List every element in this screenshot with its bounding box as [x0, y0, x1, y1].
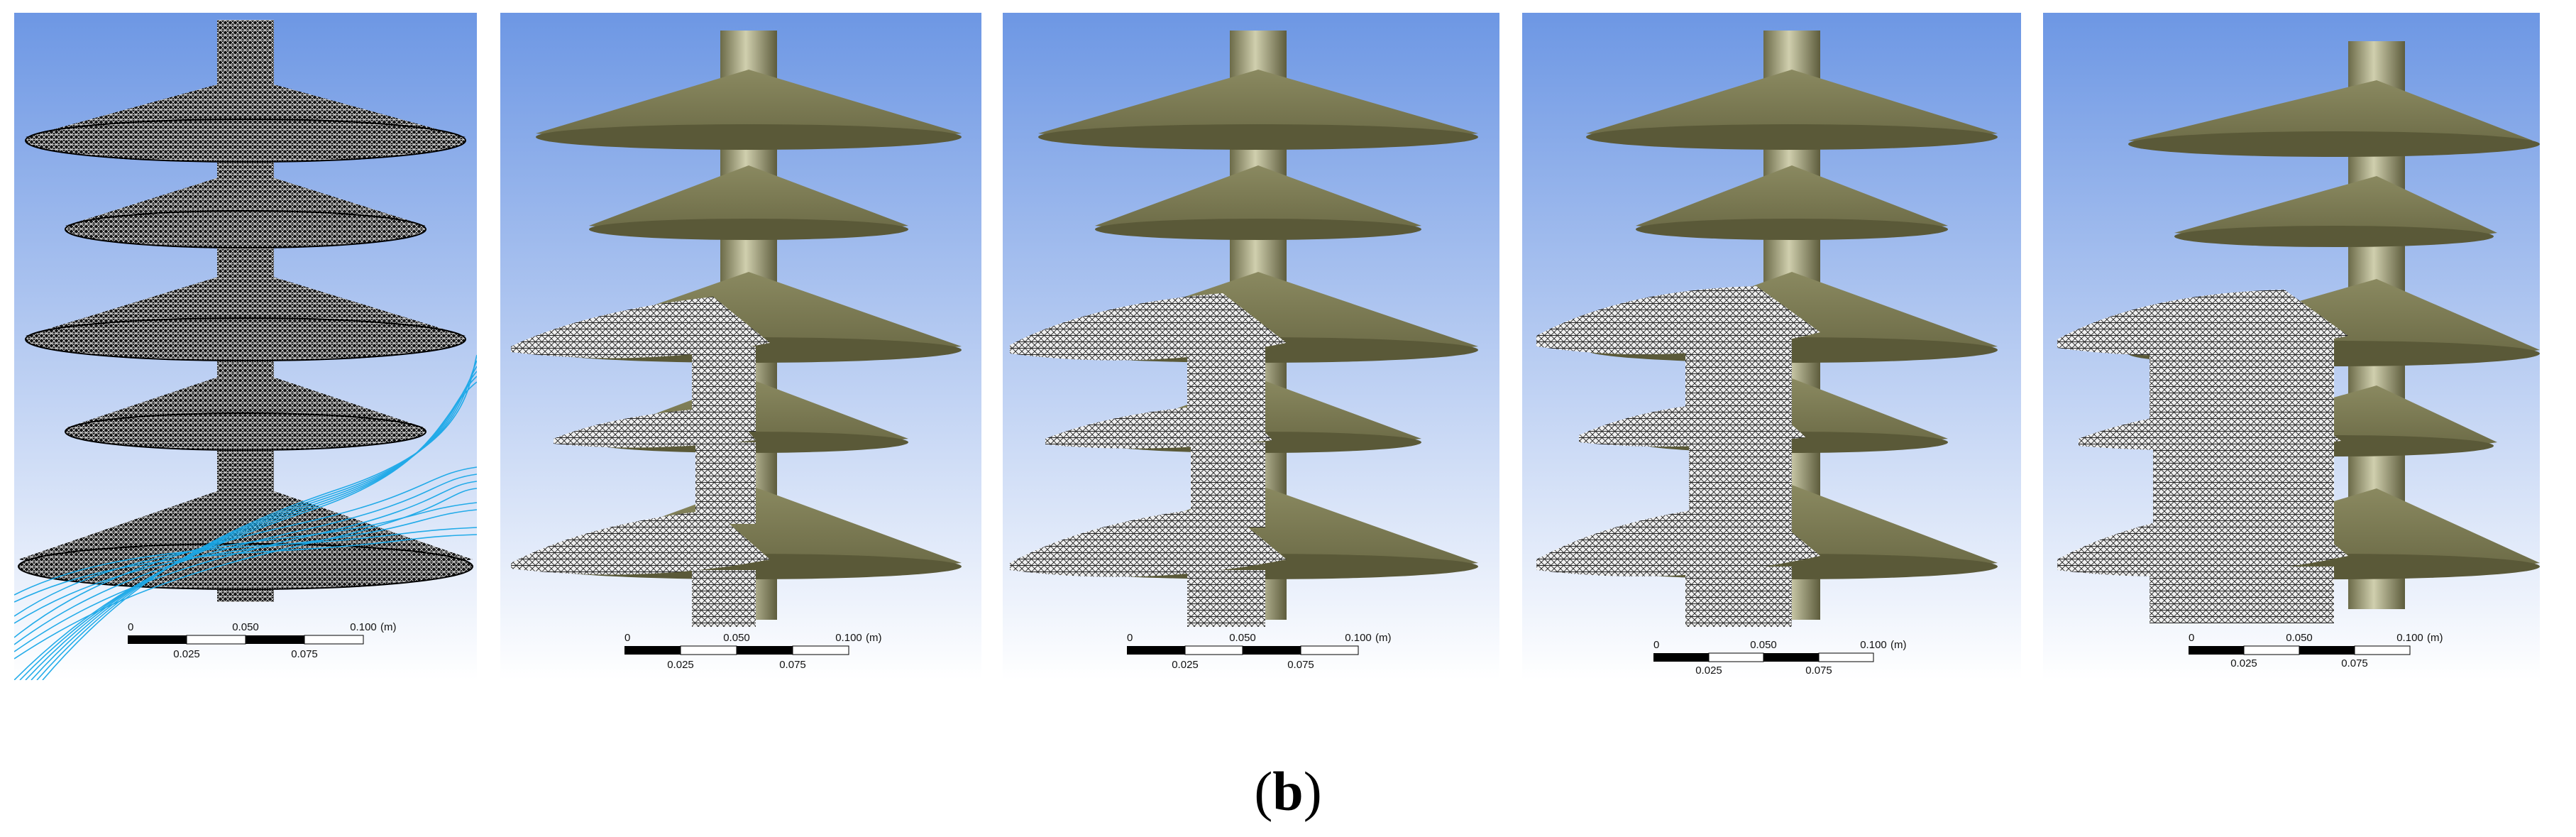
scale-bar: 0 0.050 0.100 (m) 0.025 0.075	[128, 621, 397, 660]
ice-accretion	[1536, 286, 1820, 627]
iced-insulator-view-4: 0 0.050 0.100 (m) 0.025 0.075	[2043, 13, 2540, 680]
scale-label-0050: 0.050	[1750, 639, 1777, 651]
scale-label-0075: 0.075	[779, 659, 806, 671]
figure-caption: (b)	[0, 760, 2576, 824]
scale-label-0025: 0.025	[1695, 664, 1722, 677]
scale-label-0075: 0.075	[2341, 657, 2368, 669]
scale-label-0050: 0.050	[723, 632, 750, 644]
scale-label-0100: 0.100	[2396, 632, 2423, 644]
scale-label-0050: 0.050	[1229, 632, 1256, 644]
scale-bar: 0 0.050 0.100 (m) 0.025 0.075	[1653, 639, 1907, 677]
scale-label-0025: 0.025	[667, 659, 694, 671]
scale-label-0100: 0.100	[1860, 639, 1887, 651]
scale-label-0100: 0.100	[1345, 632, 1372, 644]
icing-stage-3: 0 0.050 0.100 (m) 0.025 0.075	[1522, 13, 2021, 680]
scale-label-0100: 0.100	[350, 621, 377, 633]
scale-unit: (m)	[866, 632, 882, 644]
ice-accretion	[511, 297, 770, 627]
scale-label-0050: 0.050	[232, 621, 259, 633]
scale-bar: 0 0.050 0.100 (m) 0.025 0.075	[624, 632, 882, 671]
icing-stage-1: 0 0.050 0.100 (m) 0.025 0.075	[500, 13, 981, 680]
caption-letter: b	[1272, 760, 1304, 822]
streamlines	[14, 354, 477, 680]
scale-label-0: 0	[624, 632, 630, 644]
scale-unit: (m)	[1375, 632, 1392, 644]
scale-bar: 0 0.050 0.100 (m) 0.025 0.075	[1127, 632, 1392, 671]
iced-insulator-view-2: 0 0.050 0.100 (m) 0.025 0.075	[1003, 13, 1499, 680]
ice-accretion	[1010, 293, 1287, 627]
caption-open-paren: (	[1254, 760, 1273, 822]
mesh-insulator-view: 0 0.050 0.100 (m) 0.025 0.075	[14, 13, 477, 680]
scale-label-0025: 0.025	[2230, 657, 2257, 669]
scale-unit: (m)	[380, 621, 397, 633]
scale-bar: 0 0.050 0.100 (m) 0.025 0.075	[2189, 632, 2443, 669]
scale-label-0075: 0.075	[1805, 664, 1832, 677]
scale-unit: (m)	[1890, 639, 1907, 651]
scale-label-0: 0	[128, 621, 133, 633]
scale-label-0075: 0.075	[291, 648, 318, 660]
ice-accretion	[2057, 290, 2348, 623]
mesh-panel: 0 0.050 0.100 (m) 0.025 0.075	[14, 13, 477, 680]
scale-label-0: 0	[1127, 632, 1133, 644]
mesh-sheds	[18, 77, 473, 590]
scale-label-0: 0	[2189, 632, 2194, 644]
scale-label-0025: 0.025	[173, 648, 200, 660]
iced-insulator-view-3: 0 0.050 0.100 (m) 0.025 0.075	[1522, 13, 2021, 680]
scale-label-0075: 0.075	[1287, 659, 1314, 671]
caption-close-paren: )	[1303, 760, 1322, 822]
icing-stage-4: 0 0.050 0.100 (m) 0.025 0.075	[2043, 13, 2540, 680]
scale-label-0100: 0.100	[835, 632, 862, 644]
scale-unit: (m)	[2427, 632, 2443, 644]
iced-insulator-view-1: 0 0.050 0.100 (m) 0.025 0.075	[500, 13, 981, 680]
icing-stage-2: 0 0.050 0.100 (m) 0.025 0.075	[1003, 13, 1499, 680]
scale-label-0025: 0.025	[1172, 659, 1199, 671]
scale-label-0050: 0.050	[2286, 632, 2313, 644]
scale-label-0: 0	[1653, 639, 1659, 651]
